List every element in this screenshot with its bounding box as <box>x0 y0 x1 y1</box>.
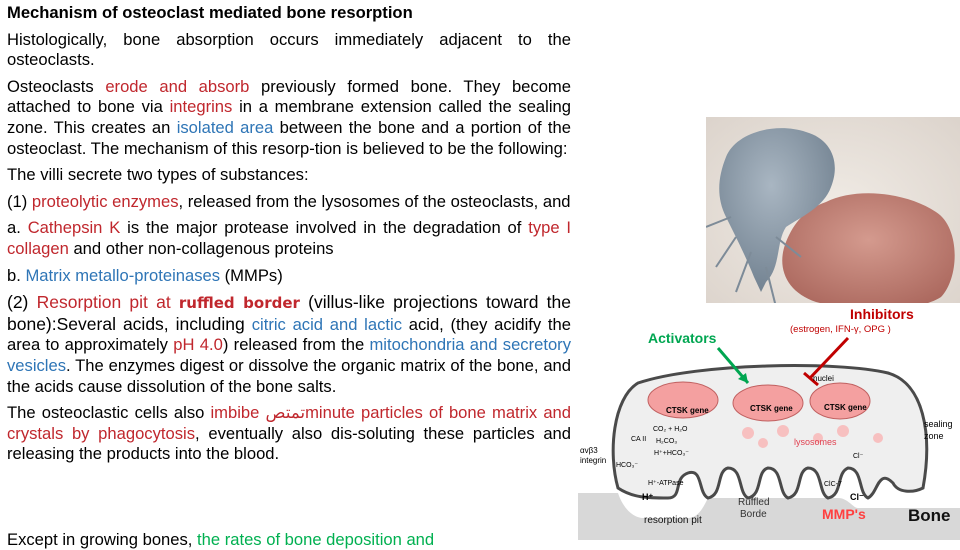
inhibitors-sub: (estrogen, IFN-γ, OPG ) <box>790 324 891 335</box>
h2co3-label: H₂CO₃ <box>656 438 677 445</box>
ctsk-gene-1: CTSK gene <box>666 406 709 415</box>
paragraph-cathepsin: a. Cathepsin K is the major protease inv… <box>7 218 572 258</box>
ctsk-gene-2: CTSK gene <box>750 404 793 413</box>
hco3-label: H⁺+HCO₃⁻ <box>654 450 689 457</box>
clc7-label: ClC-7 <box>824 481 842 488</box>
inhibitors-arrow <box>808 336 850 380</box>
ruffled-label-2: Borde <box>740 509 767 520</box>
page-title: Mechanism of osteoclast mediated bone re… <box>7 3 413 22</box>
document-body: Mechanism of osteoclast mediated bone re… <box>7 3 571 471</box>
cl-ion-label: Cl⁻ <box>853 453 864 460</box>
lysosomes-label: lysosomes <box>794 437 837 447</box>
integrin-label-1: αvβ3 <box>580 446 598 455</box>
paragraph-histology: Histologically, bone absorption occurs i… <box>7 29 571 70</box>
h-atpase-label: H⁺-ATPase <box>648 480 684 487</box>
hco3-out-label: HCO₃⁻ <box>616 462 638 469</box>
ruffled-label-1: Ruffled <box>738 497 770 508</box>
nucleus-3 <box>809 382 871 420</box>
activators-label: Activators <box>648 330 717 346</box>
mmps-label: MMP's <box>822 506 866 522</box>
bone-layer <box>578 493 960 540</box>
osteoclast-micrograph <box>706 117 960 313</box>
sealing-zone-label-1: sealing <box>924 419 953 429</box>
h-ion-label: H⁺ <box>642 492 653 502</box>
paragraph-osteoclasts: Osteoclasts erode and absorb previously … <box>7 76 571 158</box>
ca-ii-label: CA II <box>631 436 646 443</box>
nuclei-label: nuclei <box>813 374 834 383</box>
paragraph-mmps: b. Matrix metallo-proteinases (MMPs) <box>7 265 283 285</box>
integrin-label-2: integrin <box>580 456 606 465</box>
paragraph-villi: The villi secrete two types of substance… <box>7 165 309 185</box>
bone-label: Bone <box>908 506 951 525</box>
nucleus-1 <box>647 381 719 419</box>
sealing-zone-label-2: zone <box>924 431 944 441</box>
paragraph-resorption-pit: (2) Resorption pit at ruffled border (vi… <box>7 292 572 396</box>
inhibitors-label: Inhibitors <box>850 306 914 322</box>
paragraph-enzymes: (1) proteolytic enzymes, released from t… <box>7 191 571 211</box>
paragraph-bone-deposition: Except in growing bones, the rates of bo… <box>7 530 435 549</box>
osteoclast-diagram: Inhibitors (estrogen, IFN-γ, OPG ) Activ… <box>578 303 960 540</box>
ctsk-gene-3: CTSK gene <box>824 403 867 412</box>
paragraph-phagocytosis: The osteoclastic cells also imbibe تمتصm… <box>7 403 572 464</box>
co2-label: CO₂ + H₂O <box>653 426 688 433</box>
resorption-pit-label: resorption pit <box>644 515 702 526</box>
nucleus-2 <box>732 384 804 422</box>
cl-ion-label-2: Cl⁻ <box>850 492 864 502</box>
